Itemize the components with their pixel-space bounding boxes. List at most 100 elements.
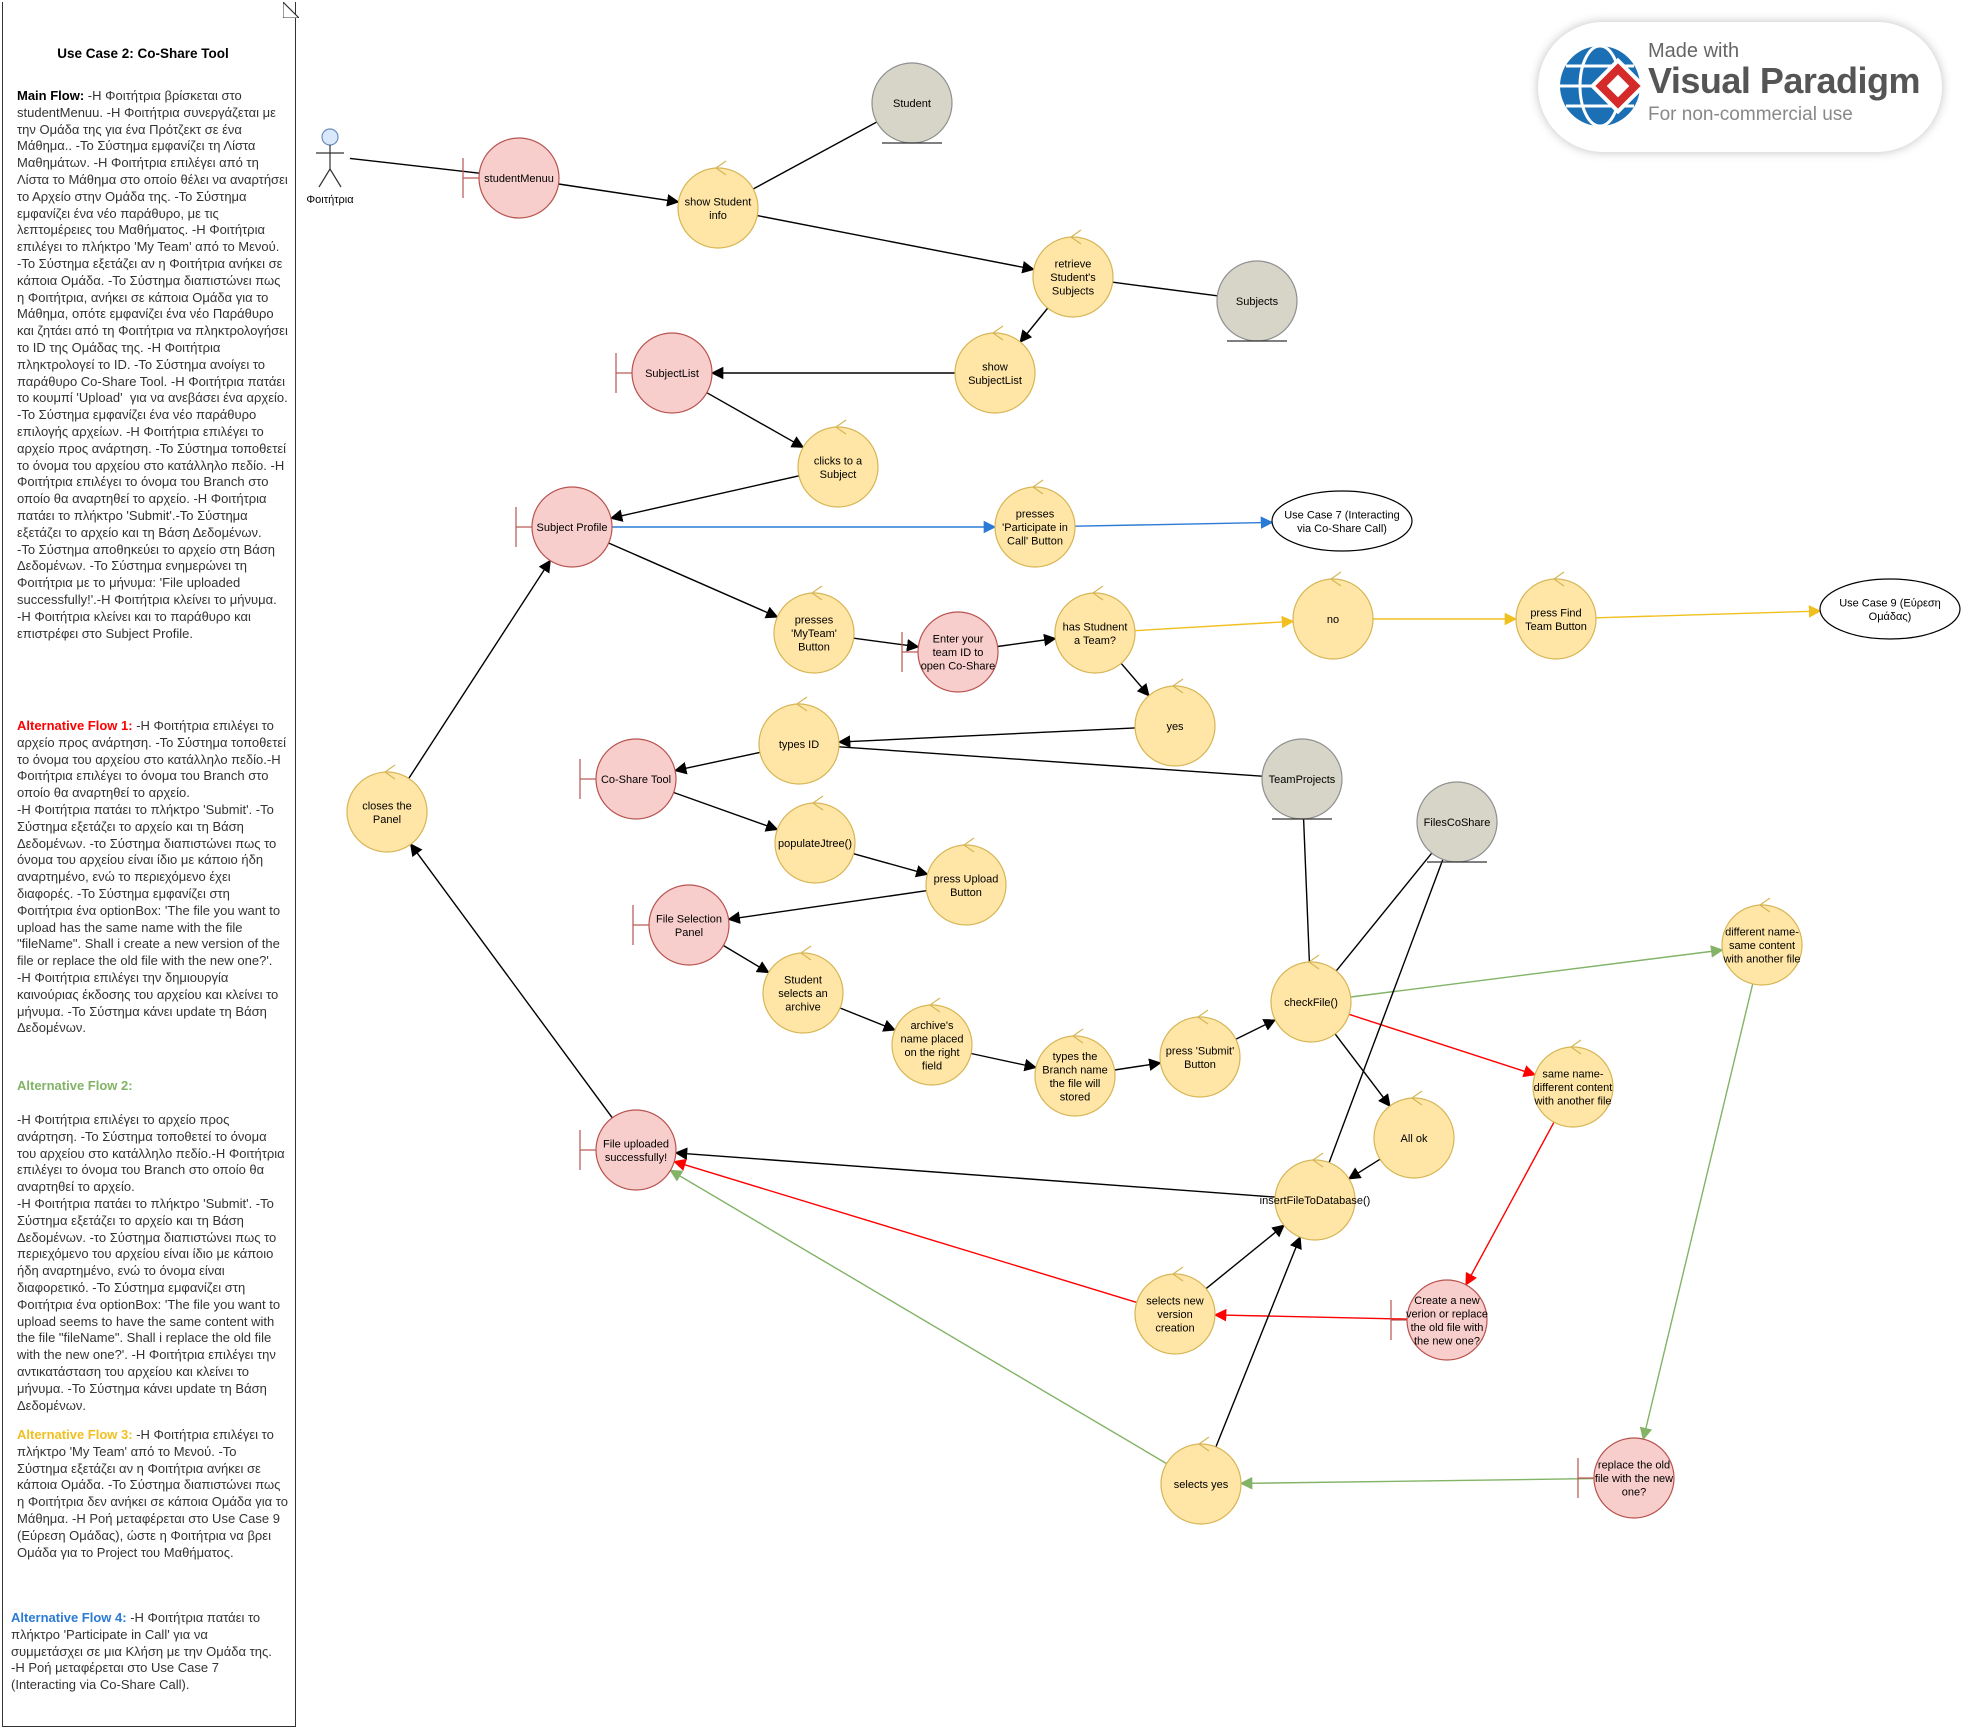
edge-differentName-to-replaceOldFile: [1639, 983, 1754, 1441]
node-teamProjects[interactable]: TeamProjects: [1261, 738, 1343, 820]
edge-enterTeamId-to-hasTeam: [997, 633, 1057, 648]
node-label: archive: [785, 1002, 820, 1014]
actor-head-icon: [321, 128, 339, 146]
node-label: team ID to: [933, 647, 984, 659]
node-populateJtree[interactable]: populateJtree(): [774, 795, 856, 884]
node-label: the old file with: [1411, 1322, 1484, 1334]
node-subjectList[interactable]: SubjectList: [615, 332, 713, 414]
actor-leg-right-icon: [329, 168, 342, 188]
node-label: SubjectList: [645, 368, 699, 380]
edge-typesId-to-teamProjects: [838, 746, 1263, 777]
node-label: Team Button: [1525, 621, 1587, 633]
node-subjectProfile[interactable]: Subject Profile: [515, 486, 613, 568]
node-label: stored: [1060, 1091, 1091, 1103]
node-checkFile[interactable]: checkFile(): [1270, 954, 1352, 1043]
node-pressesMyTeam[interactable]: presses'MyTeam'Button: [773, 585, 855, 674]
alt-flow-4-text: Alternative Flow 4: -Η Φοιτήτρια πατάει …: [11, 1610, 283, 1694]
node-label: field: [922, 1060, 942, 1072]
node-label: with another file: [1533, 1096, 1611, 1108]
node-label: retrieve: [1055, 259, 1092, 271]
note-folded-corner: [283, 2, 299, 18]
node-label: yes: [1166, 721, 1184, 733]
node-pressSubmit[interactable]: press 'Submit'Button: [1159, 1009, 1241, 1098]
node-label: via Co-Share Call): [1297, 523, 1387, 535]
node-allOk[interactable]: All ok: [1373, 1090, 1455, 1179]
node-label: the file will: [1050, 1078, 1101, 1090]
actor-leg-left-icon: [318, 168, 331, 188]
node-typesId[interactable]: types ID: [758, 696, 840, 785]
node-label: Ομάδας): [1869, 611, 1912, 623]
node-label: no: [1327, 614, 1339, 626]
edge-selectsNewVersion-to-insertFile: [1205, 1224, 1285, 1290]
node-selectsYes[interactable]: selects yes: [1160, 1436, 1242, 1525]
edge-hasTeam-to-yes: [1120, 662, 1150, 697]
control-circle-icon: [994, 486, 1076, 568]
control-arrowhead-icon: [1553, 571, 1565, 587]
node-label: one?: [1622, 1487, 1646, 1499]
actor-student-figure[interactable]: Φοιτήτρια: [306, 128, 354, 206]
control-circle-icon: [762, 952, 844, 1034]
node-studentMenuu[interactable]: studentMenuu: [462, 137, 560, 219]
main-flow-body: -Η Φοιτήτρια βρίσκεται στο studentMenuu.…: [17, 88, 288, 641]
node-insertFile[interactable]: insertFileToDatabase(): [1260, 1152, 1371, 1241]
control-circle-icon: [1532, 1046, 1614, 1128]
node-label: Student's: [1050, 272, 1096, 284]
node-yes[interactable]: yes: [1134, 678, 1216, 767]
edge-fileUploaded-to-closesPanel: [409, 843, 613, 1119]
alt-flow-2-text: -Η Φοιτήτρια επιλέγει το αρχείο προς ανά…: [17, 1112, 289, 1414]
edge-clicksSubject-to-subjectProfile: [609, 475, 800, 522]
control-arrowhead-icon: [1172, 678, 1184, 694]
control-circle-icon: [346, 771, 428, 853]
node-label: version: [1157, 1309, 1192, 1321]
control-arrowhead-icon: [1570, 1039, 1582, 1055]
node-no[interactable]: no: [1292, 571, 1374, 660]
node-label: press 'Submit': [1166, 1045, 1234, 1057]
edge-retrieveSubjects-to-showSubjectList: [1019, 307, 1049, 343]
node-coShareTool[interactable]: Co-Share Tool: [579, 738, 677, 820]
edge-checkFile-to-filesCoShare: [1335, 852, 1433, 972]
control-arrowhead-icon: [1330, 571, 1342, 587]
node-label: SubjectList: [968, 375, 1022, 387]
control-arrowhead-icon: [1759, 897, 1771, 913]
control-circle-icon: [1034, 1035, 1116, 1117]
node-student[interactable]: Student: [871, 62, 953, 144]
node-label: 'Participate in: [1002, 522, 1068, 534]
control-circle-icon: [1270, 961, 1352, 1043]
control-arrowhead-icon: [1070, 229, 1082, 245]
node-filesCoShare[interactable]: FilesCoShare: [1416, 781, 1498, 863]
edge-checkFile-to-teamProjects: [1302, 818, 1311, 963]
node-label: File Selection: [656, 913, 722, 925]
edge-checkFile-to-differentName: [1350, 945, 1724, 998]
edge-archiveNamePlaced-to-typesBranch: [970, 1052, 1038, 1072]
node-label: types the: [1053, 1051, 1098, 1063]
node-label: Button: [798, 642, 830, 654]
node-label: File uploaded: [603, 1138, 669, 1150]
node-subjects[interactable]: Subjects: [1216, 260, 1298, 342]
control-circle-icon: [1274, 1159, 1356, 1241]
edge-pressUpload-to-fileSelectionPanel: [727, 890, 927, 924]
control-circle-icon: [773, 592, 855, 674]
alt-flow-1-body: -Η Φοιτήτρια επιλέγει το αρχείο προς ανά…: [17, 718, 287, 1036]
